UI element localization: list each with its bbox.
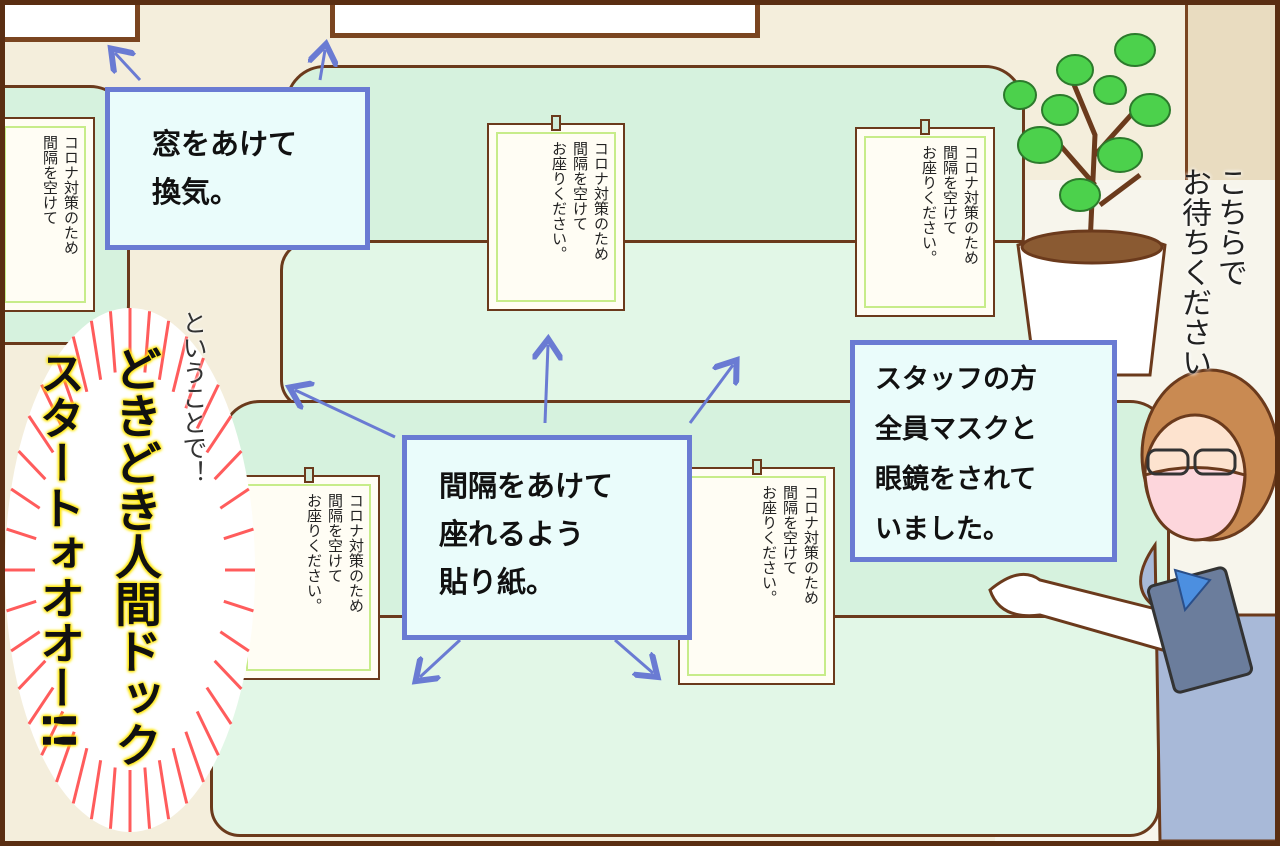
burst-line [40, 710, 65, 756]
notice-sign-back-center: コロナ対策のため 間隔を空けて お座りください。 [487, 115, 625, 311]
arrow-icon [295, 390, 396, 439]
notice-sign-front-right: コロナ対策のため 間隔を空けて お座りください。 [678, 459, 835, 685]
burst-line [171, 747, 189, 804]
arrows [5, 5, 1275, 841]
burst-line [157, 759, 171, 820]
arrow-icon [688, 365, 733, 424]
burst-lines [5, 308, 255, 832]
potted-plant [1003, 33, 1171, 377]
burst-line [195, 384, 220, 430]
sign-text: コロナ対策のため 間隔を空けて お座りください。 [550, 141, 610, 261]
arrow-icon [545, 345, 548, 424]
arrow-icon [115, 53, 142, 82]
burst-line [17, 659, 47, 690]
burst-line [27, 686, 55, 725]
burst-line [55, 731, 76, 783]
burst-line [17, 450, 47, 481]
burst-line [10, 630, 41, 653]
burst-line [184, 357, 205, 409]
tape [751, 459, 762, 475]
burst-line [213, 659, 243, 690]
burst-line [27, 415, 55, 454]
burst-line [143, 767, 152, 829]
burst-line [184, 731, 205, 783]
burst-line [219, 487, 250, 510]
burst-line [205, 686, 233, 725]
burst-line [71, 747, 89, 804]
caption-staff: スタッフの方 全員マスクと 眼鏡をされて いました。 [850, 340, 1117, 562]
burst-line [205, 415, 233, 454]
tape [920, 119, 930, 135]
caption-spacing: 間隔をあけて 座れるよう 貼り紙。 [402, 435, 692, 640]
burst-line [108, 767, 117, 829]
arrow-icon [614, 638, 653, 673]
sign-text: コロナ対策のため 間隔を空けて お座りください。 [760, 485, 820, 605]
sign-text: コロナ対策のため 間隔を空けて お座りください。 [920, 145, 980, 265]
burst-line [55, 357, 76, 409]
burst-line [223, 599, 254, 613]
shout-line-1: どきどき人間ドック [106, 345, 161, 768]
arrow-icon [320, 50, 325, 81]
burst-line [143, 311, 152, 373]
burst-line [213, 450, 243, 481]
burst-line [89, 759, 103, 820]
receptionist-illustration [988, 368, 1275, 841]
burst-line [6, 599, 37, 613]
shout-line-2: スタートォオオー!! [32, 350, 85, 752]
tape [551, 115, 561, 131]
caption-window: 窓をあけて 換気。 [105, 87, 370, 250]
burst-line [157, 320, 171, 381]
burst-line [71, 336, 89, 393]
burst-line [195, 710, 220, 756]
burst-background [5, 308, 255, 832]
burst-line [89, 320, 103, 381]
notice-sign-back-right: コロナ対策のため 間隔を空けて お座りください。 [855, 119, 995, 317]
sign-text: コロナ対策のため 間隔を空けて お座りください。 [305, 493, 365, 613]
burst-line [219, 630, 250, 653]
tape [303, 467, 314, 483]
burst-line [6, 527, 37, 541]
arrow-icon [420, 638, 462, 677]
notice-sign-left: コロナ対策のため 間隔を空けて [5, 117, 95, 312]
notice-sign-front-left: コロナ対策のため 間隔を空けて お座りください。 [237, 467, 380, 680]
window-frame-right [330, 5, 760, 38]
narration-text: ということで！ [179, 310, 208, 485]
burst-line [223, 527, 254, 541]
burst-line [10, 487, 41, 510]
burst-line [40, 384, 65, 430]
window-frame-left [5, 5, 140, 42]
sign-text: コロナ対策のため 間隔を空けて [41, 135, 80, 255]
burst-line [108, 311, 117, 373]
burst-line [171, 336, 189, 393]
receptionist-speech: こちらで お待ちください [1176, 167, 1247, 377]
